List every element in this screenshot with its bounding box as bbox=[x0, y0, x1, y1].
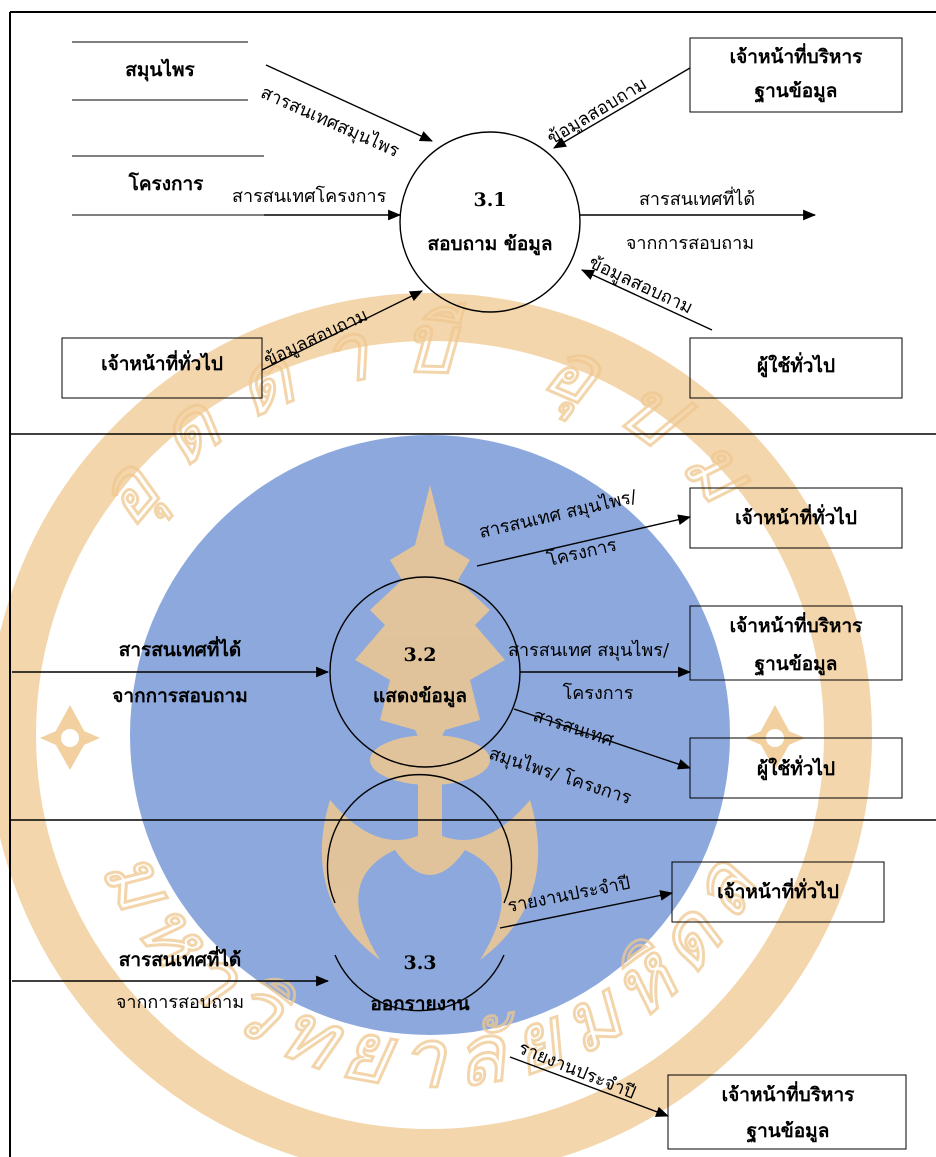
flow-label-to-admin-2-line2: โครงการ bbox=[562, 683, 634, 704]
entity-general-staff: เจ้าหน้าที่ทั่วไป bbox=[101, 353, 223, 375]
entity-general-user-2: ผู้ใช้ทั่วไป bbox=[756, 758, 836, 780]
flow-report-to-staff bbox=[499, 890, 674, 929]
entity-db-admin-3-line2: ฐานข้อมูล bbox=[746, 1120, 830, 1142]
flow-to-user-2 bbox=[513, 708, 692, 770]
entity-general-staff-3: เจ้าหน้าที่ทั่วไป bbox=[717, 881, 839, 903]
process-3-1-number: 3.1 bbox=[473, 189, 507, 211]
entity-herbs-box bbox=[72, 41, 248, 101]
process-3-3-circle-top bbox=[326, 773, 513, 904]
entity-projects: โครงการ bbox=[128, 173, 204, 195]
flow-admin-query bbox=[553, 67, 691, 149]
input-3-3-line2: จากการสอบถาม bbox=[115, 992, 245, 1013]
watermark-ornament-left bbox=[40, 705, 100, 770]
flow-staff-query bbox=[261, 290, 423, 371]
input-3-3-line1: สารสนเทศที่ได้ bbox=[118, 949, 242, 971]
entity-db-admin-2-line1: เจ้าหน้าที่บริหาร bbox=[729, 615, 863, 637]
flow-user-query bbox=[581, 269, 713, 331]
entity-general-user: ผู้ใช้ทั่วไป bbox=[756, 355, 836, 377]
process-3-1-name: สอบถาม ข้อมูล bbox=[427, 233, 553, 255]
flow-label-output-line1: สารสนเทศที่ได้ bbox=[638, 189, 756, 210]
entity-projects-box bbox=[72, 155, 264, 216]
flow-label-to-admin-2-line1: สารสนเทศ สมุนไพร/ bbox=[508, 640, 670, 661]
process-3-3-name: ออกรายงาน bbox=[370, 993, 470, 1015]
entity-db-admin-box-2 bbox=[689, 605, 903, 681]
entity-db-admin-3-line1: เจ้าหน้าที่บริหาร bbox=[721, 1084, 855, 1106]
entity-general-staff-box-1 bbox=[61, 337, 263, 399]
watermark-crest bbox=[321, 485, 539, 960]
entity-db-admin-2-line2: ฐานข้อมูล bbox=[754, 653, 838, 675]
entity-db-admin-line1: เจ้าหน้าที่บริหาร bbox=[729, 46, 863, 68]
watermark-outer-ring bbox=[0, 293, 872, 1157]
flow-herb-info bbox=[265, 64, 433, 142]
entity-db-admin-line2: ฐานข้อมูล bbox=[754, 80, 838, 102]
entity-herbs: สมุนไพร bbox=[125, 59, 195, 81]
flow-label-project-info: สารสนเทศโครงการ bbox=[232, 186, 387, 207]
process-3-2-number: 3.2 bbox=[403, 644, 437, 666]
process-3-2-name: แสดงข้อมูล bbox=[372, 685, 468, 707]
process-3-3-circle-bottom bbox=[334, 954, 505, 1012]
flow-to-staff-2 bbox=[476, 514, 692, 567]
flow-label-output-line2: จากการสอบถาม bbox=[625, 233, 755, 254]
entity-db-admin-box-1 bbox=[689, 37, 903, 113]
process-3-1-circle bbox=[399, 131, 581, 313]
entity-general-staff-2: เจ้าหน้าที่ทั่วไป bbox=[735, 507, 857, 529]
entity-general-user-box-1 bbox=[689, 337, 903, 399]
flow-report-to-admin bbox=[509, 1056, 670, 1117]
process-3-2-circle bbox=[329, 576, 521, 768]
process-3-3-number: 3.3 bbox=[403, 952, 437, 974]
input-3-2-line1: สารสนเทศที่ได้ bbox=[118, 639, 242, 661]
input-3-2-line2: จากการสอบถาม bbox=[112, 685, 248, 707]
